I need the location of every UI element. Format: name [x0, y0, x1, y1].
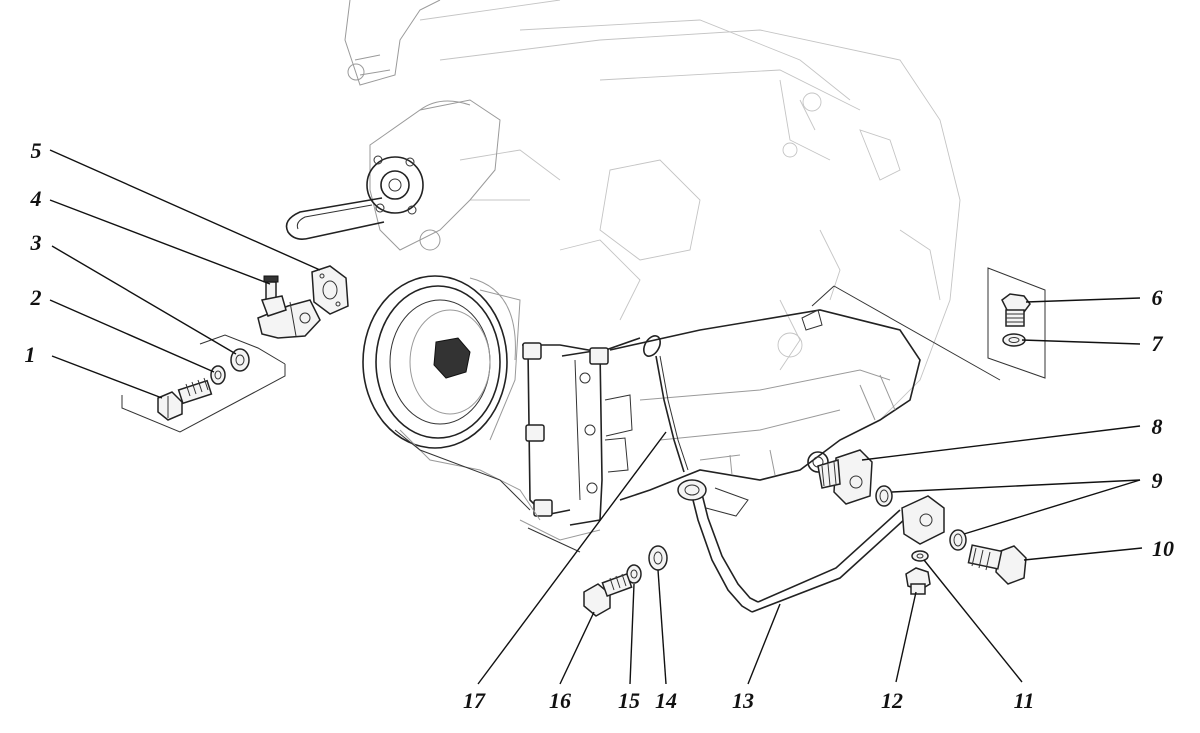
parts-group-bracket-left — [121, 364, 286, 433]
leader-15 — [629, 583, 635, 685]
leader-7 — [1021, 339, 1141, 345]
part-5-gasket — [311, 265, 349, 315]
callout-12: 12 — [881, 688, 903, 713]
callout-15: 15 — [618, 688, 640, 713]
part-9-seal-rings — [875, 485, 967, 551]
callout-10: 10 — [1152, 536, 1174, 561]
leader-5 — [49, 149, 321, 271]
leader-17 — [477, 431, 667, 685]
callout-4: 4 — [30, 186, 42, 211]
leader-6 — [1025, 297, 1141, 303]
part-8-adapter-block — [817, 449, 873, 505]
callout-3: 3 — [30, 230, 42, 255]
callout-1: 1 — [25, 342, 36, 367]
part-4-sensor-fitting — [257, 275, 321, 339]
leader-2 — [49, 299, 215, 373]
leader-8 — [861, 425, 1141, 461]
engine-block-sketch — [285, 0, 961, 541]
part-12-plug — [905, 567, 931, 595]
callout-6: 6 — [1152, 285, 1163, 310]
leader-4 — [49, 199, 271, 285]
parts-group-bracket-right — [987, 267, 1046, 379]
leader-13 — [747, 603, 781, 685]
part-2-washer — [210, 365, 226, 385]
part-10-banjo-bolt — [967, 544, 1027, 585]
leader-9a — [891, 479, 1141, 493]
part-17-dipstick — [643, 335, 689, 473]
callout-2: 2 — [30, 285, 42, 310]
callout-9: 9 — [1152, 468, 1163, 493]
callout-7: 7 — [1152, 331, 1164, 356]
callout-labels: 1 2 3 4 5 6 7 8 9 10 11 12 13 14 15 16 1… — [25, 138, 1175, 713]
part-13-oil-tube — [677, 479, 945, 613]
callout-8: 8 — [1152, 414, 1163, 439]
part-1-bolt — [157, 377, 213, 421]
callout-17: 17 — [463, 688, 486, 713]
leader-12 — [895, 591, 917, 683]
part-14-washer — [648, 545, 668, 571]
leader-14 — [657, 569, 667, 685]
leader-16 — [559, 611, 595, 685]
callout-11: 11 — [1014, 688, 1035, 713]
part-7-washer — [1002, 333, 1026, 347]
part-11-washer — [911, 550, 929, 562]
callout-13: 13 — [732, 688, 754, 713]
leader-11 — [923, 559, 1023, 683]
leader-9b — [963, 479, 1141, 535]
callout-5: 5 — [31, 138, 42, 163]
part-6-plug — [1001, 293, 1031, 327]
part-16-bolt — [583, 573, 633, 617]
leader-10 — [1023, 547, 1143, 561]
callout-16: 16 — [549, 688, 571, 713]
leader-3 — [51, 245, 237, 355]
leader-1 — [51, 355, 163, 399]
callout-14: 14 — [655, 688, 677, 713]
leader-lines — [49, 149, 1143, 685]
